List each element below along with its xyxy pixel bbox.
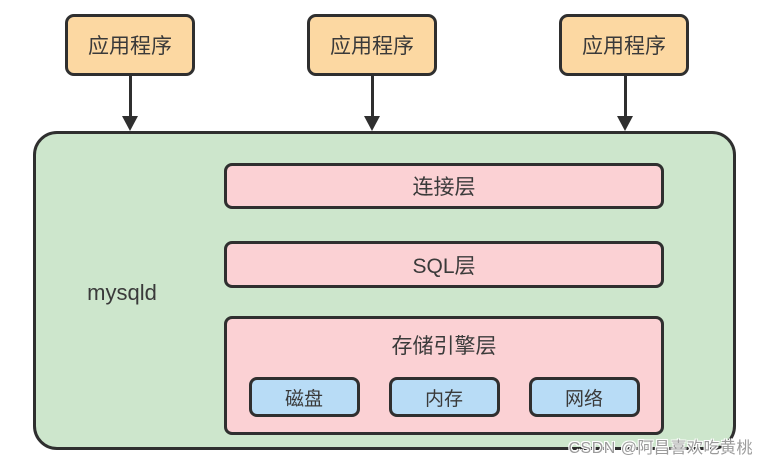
storage-engine-resources: 磁盘 内存 网络 — [227, 377, 661, 417]
layer-storage-engine: 存储引擎层 磁盘 内存 网络 — [224, 316, 664, 435]
sub-box-disk-label: 磁盘 — [284, 388, 323, 410]
sub-box-network-label: 网络 — [564, 388, 603, 410]
arrow-line — [623, 76, 627, 118]
sub-box-memory: 内存 — [388, 377, 500, 417]
arrow-head — [617, 116, 633, 131]
arrow-head — [122, 116, 138, 131]
app-box-2: 应用程序 — [307, 14, 437, 76]
app-box-3: 应用程序 — [559, 14, 689, 76]
app-box-1: 应用程序 — [65, 14, 195, 76]
sub-box-network: 网络 — [528, 377, 640, 417]
arrow-line — [370, 76, 374, 118]
watermark: CSDN @阿昌喜欢吃黄桃 — [568, 440, 753, 457]
layer-connection: 连接层 — [224, 163, 664, 209]
layer-connection-label: 连接层 — [412, 176, 476, 199]
app-box-2-label: 应用程序 — [330, 35, 414, 58]
layer-sql: SQL层 — [224, 241, 664, 288]
layer-sql-label: SQL层 — [412, 254, 476, 278]
sub-box-memory-label: 内存 — [424, 388, 463, 410]
sub-box-disk: 磁盘 — [248, 377, 360, 417]
mysqld-label: mysqld — [87, 280, 157, 305]
app-box-3-label: 应用程序 — [582, 35, 666, 58]
mysqld-container: mysqld 连接层 SQL层 存储引擎层 磁盘 内存 网络 — [33, 131, 736, 450]
app-box-1-label: 应用程序 — [88, 35, 172, 58]
arrow-head — [364, 116, 380, 131]
layer-storage-engine-label: 存储引擎层 — [391, 335, 497, 358]
arrow-line — [128, 76, 132, 118]
